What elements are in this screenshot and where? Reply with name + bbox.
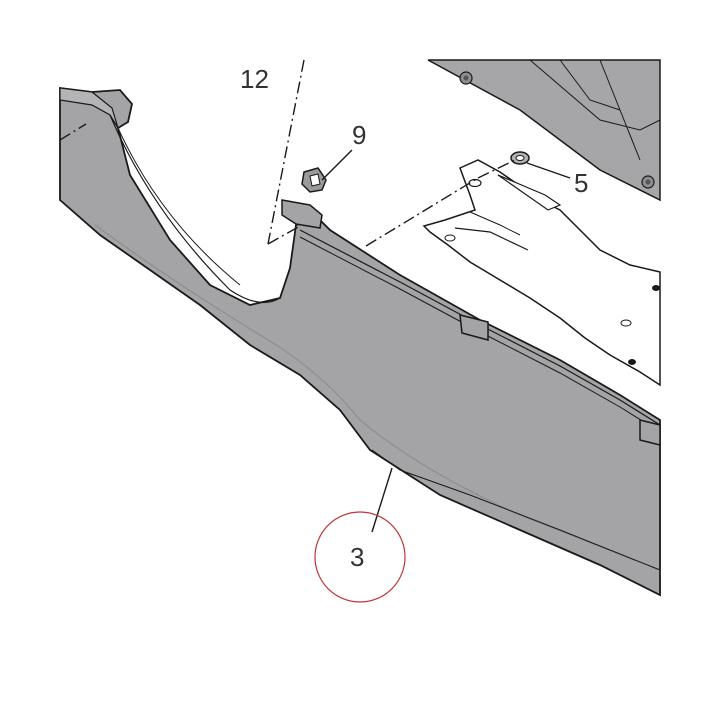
callout-12: 12	[240, 64, 269, 94]
mounting-bracket	[422, 159, 661, 387]
leader-5	[526, 162, 571, 179]
upper-dash-part	[427, 59, 661, 202]
clip-nut-icon	[301, 167, 327, 193]
callout-9: 9	[352, 120, 366, 150]
callout-3: 3	[350, 542, 364, 572]
leader-3	[371, 467, 393, 533]
assembly-lines	[59, 59, 516, 247]
washer-icon	[510, 151, 530, 165]
callout-5: 5	[574, 168, 588, 198]
lower-trim-panel	[59, 86, 661, 597]
leader-lines	[321, 149, 571, 533]
leader-9	[321, 149, 353, 181]
callout-3-highlight-circle	[314, 511, 406, 603]
